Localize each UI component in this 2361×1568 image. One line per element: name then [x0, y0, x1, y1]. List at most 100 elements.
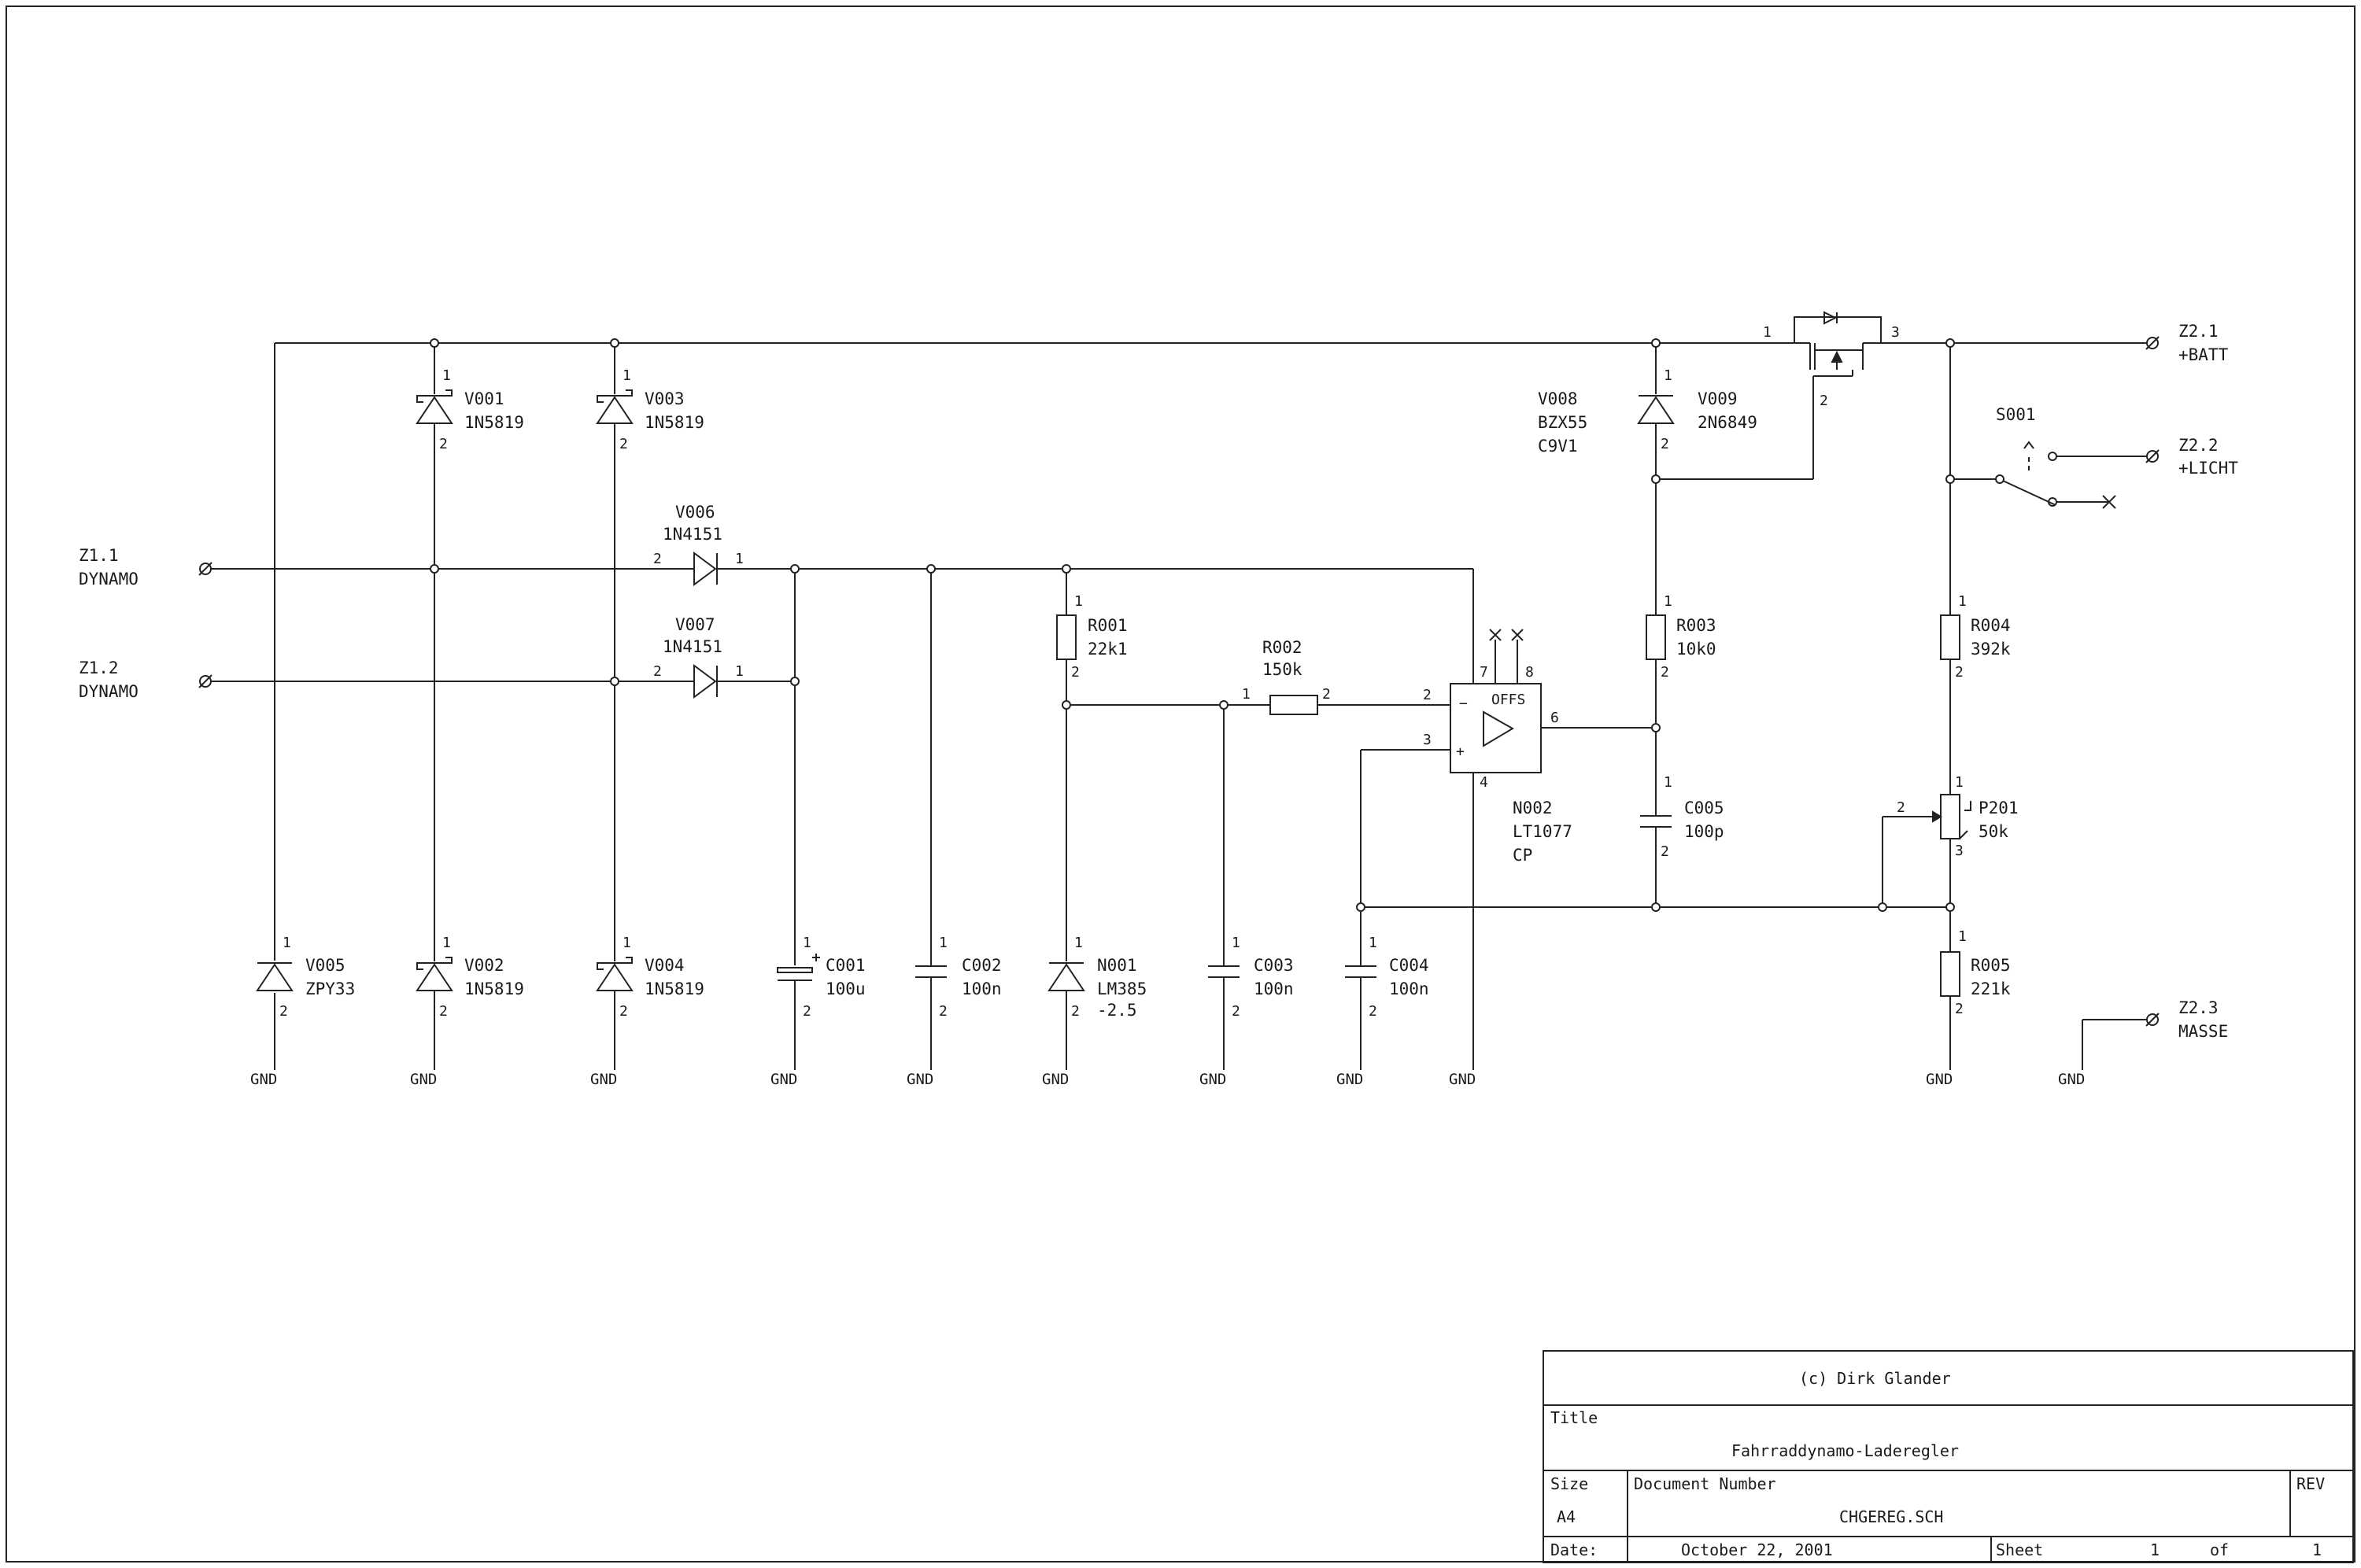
svg-text:2: 2 — [1369, 1003, 1377, 1020]
resistor-r004[interactable]: 1 2 R004 392k — [1940, 593, 2011, 681]
gnd-label: GND — [1042, 1071, 1069, 1088]
n002-value: LT1077 — [1513, 822, 1572, 841]
diode-v007[interactable]: 2 1 V007 1N4151 — [653, 615, 744, 699]
diode-v003[interactable]: 1 2 V003 1N5819 — [596, 367, 704, 452]
gnd-label: GND — [1926, 1071, 1953, 1088]
svg-text:1: 1 — [1958, 593, 1967, 610]
diode-v008[interactable]: 1 2 V008 BZX55 C9V1 — [1538, 367, 1675, 456]
z1-2-name: DYNAMO — [79, 682, 139, 701]
potentiometer-p201[interactable]: 1 2 3 P201 50k — [1897, 774, 2019, 859]
opamp-n002[interactable]: − + OFFS 2 3 6 4 7 8 N002 LT1077 CP — [1423, 629, 1572, 865]
svg-text:2: 2 — [619, 1003, 628, 1020]
diode-v006[interactable]: 2 1 V006 1N4151 — [653, 503, 744, 586]
svg-text:1: 1 — [1074, 935, 1083, 951]
svg-text:1: 1 — [939, 935, 948, 951]
svg-text:2: 2 — [1897, 799, 1905, 816]
capacitor-c003[interactable]: 1 2 C003 100n — [1208, 935, 1294, 1020]
r003-ref: R003 — [1676, 616, 1716, 635]
capacitor-c004[interactable]: 1 2 C004 100n — [1345, 935, 1429, 1020]
sheet-label: Sheet — [1996, 1540, 2043, 1559]
diode-v005[interactable]: 1 2 V005 ZPY33 — [256, 935, 355, 1020]
svg-text:7: 7 — [1480, 664, 1488, 681]
svg-text:2: 2 — [653, 663, 662, 680]
mosfet-v009[interactable]: 1 3 2 V009 2N6849 — [1698, 311, 1900, 432]
c002-ref: C002 — [962, 956, 1002, 975]
c002-value: 100n — [962, 980, 1002, 998]
capacitor-c001[interactable]: 1 2 C001 100u — [777, 935, 866, 1020]
wires — [209, 342, 2149, 1070]
diode-v002[interactable]: 1 2 V002 1N5819 — [416, 935, 524, 1020]
svg-text:2: 2 — [1955, 1001, 1964, 1017]
z2-2-ref: Z2.2 — [2178, 436, 2219, 455]
opamp-plus-sign: + — [1456, 743, 1465, 760]
p201-ref: P201 — [1979, 799, 2019, 817]
sheet-of-label: of — [2210, 1540, 2229, 1559]
diode-v001[interactable]: 1 2 V001 1N5819 — [416, 367, 524, 452]
resistor-r002[interactable]: 1 2 R002 150k — [1242, 638, 1331, 715]
resistor-r003[interactable]: 1 2 R003 10k0 — [1646, 593, 1716, 681]
terminal-z1-2[interactable]: Z1.2 DYNAMO — [79, 659, 212, 701]
capacitor-c005[interactable]: 1 2 C005 100p — [1640, 774, 1724, 860]
p201-value: 50k — [1979, 822, 2008, 841]
z1-1-ref: Z1.1 — [79, 546, 119, 565]
svg-text:1: 1 — [1664, 593, 1672, 610]
svg-text:2: 2 — [1820, 393, 1828, 409]
copyright-text: (c) Dirk Glander — [1799, 1369, 1951, 1388]
sheet-number: 1 — [2150, 1540, 2160, 1559]
r002-ref: R002 — [1262, 638, 1302, 657]
c003-ref: C003 — [1254, 956, 1294, 975]
c004-ref: C004 — [1389, 956, 1429, 975]
svg-text:1: 1 — [735, 663, 744, 680]
r003-value: 10k0 — [1676, 640, 1716, 659]
switch-s001[interactable]: S001 — [1995, 405, 2116, 509]
svg-text:2: 2 — [1661, 843, 1669, 860]
svg-text:1: 1 — [1763, 324, 1772, 341]
v009-ref: V009 — [1698, 389, 1738, 408]
z2-1-ref: Z2.1 — [2178, 322, 2219, 341]
terminal-z1-1[interactable]: Z1.1 DYNAMO — [79, 546, 212, 588]
capacitor-c002[interactable]: 1 2 C002 100n — [915, 935, 1002, 1020]
v008-ref: V008 — [1538, 389, 1578, 408]
v006-value: 1N4151 — [663, 525, 722, 544]
c001-ref: C001 — [826, 956, 866, 975]
terminal-z2-3[interactable]: Z2.3 MASSE — [2145, 998, 2228, 1041]
docnum-value: CHGEREG.SCH — [1839, 1507, 1943, 1526]
gnd-label: GND — [250, 1071, 277, 1088]
terminal-z2-2[interactable]: Z2.2 +LICHT — [2145, 436, 2238, 478]
terminal-z2-1[interactable]: Z2.1 +BATT — [2145, 322, 2229, 364]
svg-text:3: 3 — [1423, 732, 1432, 748]
resistor-r005[interactable]: 1 2 R005 221k — [1940, 928, 2011, 1017]
opamp-minus-sign: − — [1459, 695, 1468, 712]
gnd-label: GND — [410, 1071, 437, 1088]
title-label: Title — [1550, 1408, 1598, 1427]
z2-1-name: +BATT — [2178, 345, 2229, 364]
v002-ref: V002 — [464, 956, 504, 975]
svg-text:1: 1 — [1958, 928, 1967, 945]
v002-value: 1N5819 — [464, 980, 524, 998]
reference-n001[interactable]: 1 2 N001 LM385 -2.5 — [1047, 935, 1147, 1020]
date-value: October 22, 2001 — [1681, 1540, 1833, 1559]
v009-value: 2N6849 — [1698, 413, 1757, 432]
rev-label: REV — [2296, 1474, 2325, 1493]
v001-ref: V001 — [464, 389, 504, 408]
n002-value2: CP — [1513, 846, 1532, 865]
svg-text:2: 2 — [939, 1003, 948, 1020]
svg-text:2: 2 — [1955, 664, 1964, 681]
v003-ref: V003 — [645, 389, 685, 408]
svg-text:1: 1 — [1232, 935, 1240, 951]
n001-value2: -2.5 — [1097, 1001, 1137, 1020]
svg-text:1: 1 — [1664, 774, 1672, 791]
gnd-label: GND — [770, 1071, 797, 1088]
r001-value: 22k1 — [1088, 640, 1128, 659]
n001-value: LM385 — [1097, 980, 1147, 998]
title-block — [1543, 1350, 2354, 1563]
c003-value: 100n — [1254, 980, 1294, 998]
resistor-r001[interactable]: 1 2 R001 22k1 — [1056, 593, 1128, 681]
diode-v004[interactable]: 1 2 V004 1N5819 — [596, 935, 704, 1020]
sheet-total: 1 — [2312, 1540, 2322, 1559]
r005-value: 221k — [1971, 980, 2011, 998]
v007-ref: V007 — [675, 615, 715, 634]
svg-text:1: 1 — [283, 935, 291, 951]
c005-ref: C005 — [1684, 799, 1724, 817]
